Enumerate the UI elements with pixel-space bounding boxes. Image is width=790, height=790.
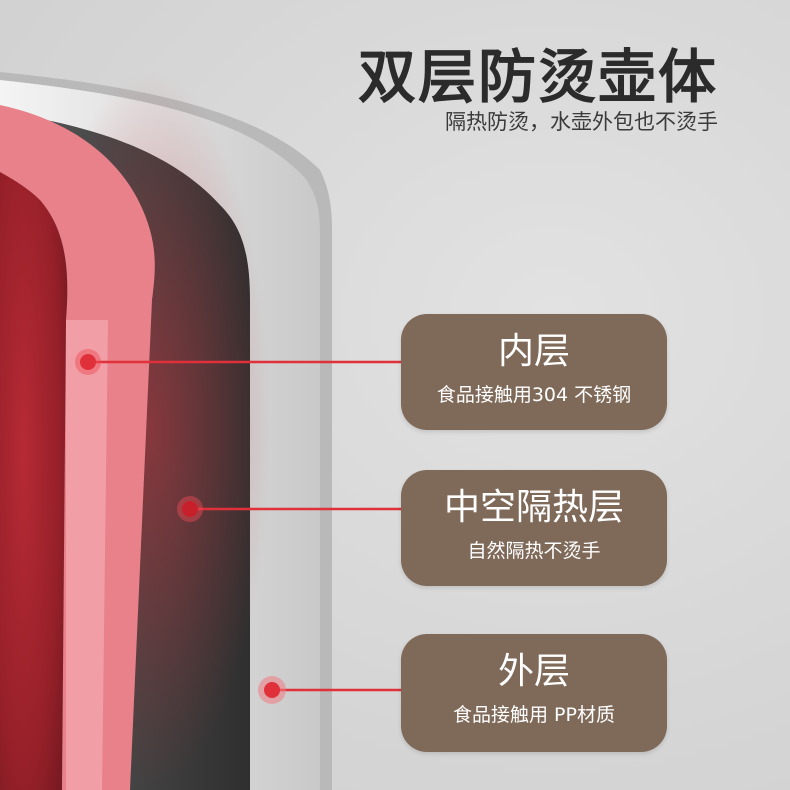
page-title: 双层防烫壶体 <box>357 43 718 111</box>
label-inner-layer: 内层 食品接触用304 不锈钢 <box>401 314 667 430</box>
label-outer-layer-detail: 食品接触用 PP材质 <box>453 703 615 726</box>
label-inner-layer-name: 内层 <box>497 331 570 372</box>
label-outer-layer: 外层 食品接触用 PP材质 <box>401 634 667 752</box>
page-subtitle: 隔热防烫，水壶外包也不烫手 <box>445 110 718 134</box>
pointer-dot-gap <box>182 501 198 517</box>
inner-wall-highlight <box>66 320 108 790</box>
pointer-dot-inner <box>80 354 96 370</box>
label-hollow-layer-name: 中空隔热层 <box>443 487 624 528</box>
label-inner-layer-detail: 食品接触用304 不锈钢 <box>436 383 632 406</box>
red-water <box>0 172 68 790</box>
pointer-dot-outer <box>264 682 280 698</box>
label-hollow-layer-detail: 自然隔热不烫手 <box>467 539 601 562</box>
label-outer-layer-name: 外层 <box>497 651 570 692</box>
label-hollow-layer: 中空隔热层 自然隔热不烫手 <box>401 470 667 586</box>
